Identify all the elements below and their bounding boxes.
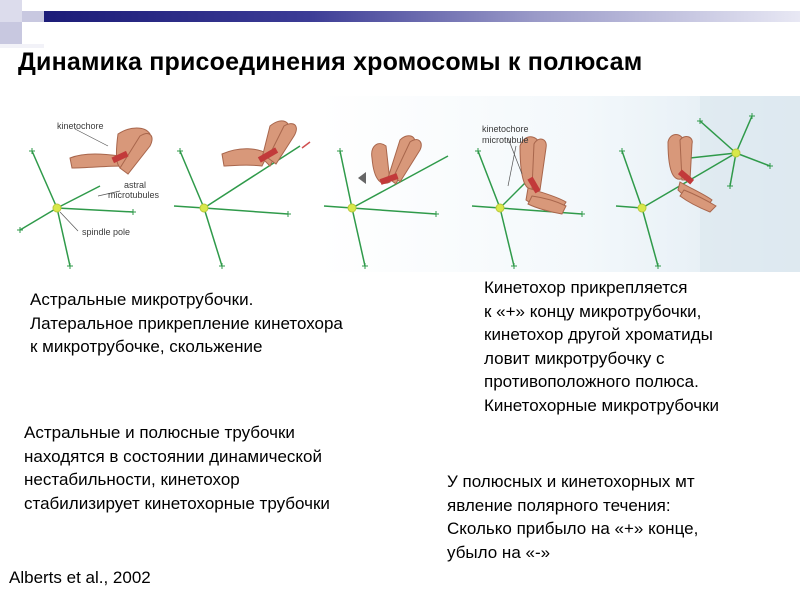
text-line: противоположного полюса.: [484, 372, 699, 391]
chromosome: [667, 134, 717, 213]
text-line: Кинетохорные микротрубочки: [484, 395, 720, 415]
text-line: Кинетохор прикрепляется: [484, 278, 688, 297]
text-line: находятся в состоянии динамической: [24, 446, 322, 466]
kinetochore: [527, 176, 541, 194]
microtubule: [19, 150, 134, 267]
spindle-pole: [495, 203, 505, 213]
text-line: к микротрубочке, скольжение: [30, 337, 263, 356]
chromosome: [69, 127, 153, 175]
text-line: к «+» концу микротрубочки,: [484, 301, 702, 321]
microtubule: [173, 145, 301, 267]
corner-square: [22, 11, 44, 22]
plus-end-marks: [475, 148, 585, 269]
kinetochore: [677, 169, 695, 185]
text-line: убыло на «-»: [447, 542, 551, 562]
plus-end-marks: [619, 113, 773, 269]
panel-1: kinetochore astral microtubules spindle …: [17, 121, 160, 269]
chromosome-attachment-figure: kinetochore astral microtubules spindle …: [0, 96, 800, 276]
spindle-pole: [347, 203, 357, 213]
label-kinetochore: kinetochore: [482, 124, 529, 134]
corner-square: [22, 22, 44, 44]
label-leader: [97, 190, 121, 197]
chromosome: [371, 135, 422, 185]
label-astral: astral: [124, 180, 146, 190]
text-block-polar-flux: У полюсных и кинетохорных мт явление пол…: [447, 470, 698, 564]
kinetochore: [111, 150, 129, 164]
spindle-pole: [731, 148, 741, 158]
plus-end-marks: [177, 148, 291, 269]
text-line: Астральные и полюсные трубочки: [24, 423, 295, 442]
text-line: нестабильности, кинетохор: [24, 470, 240, 489]
slide-title: Динамика присоединения хромосомы к полюс…: [18, 48, 643, 76]
text-line: Астральные микротрубочки.: [30, 290, 254, 309]
chromosome: [519, 136, 567, 215]
arrow-icon: [358, 172, 366, 184]
text-block-dynamic-instability: Астральные и полюсные трубочки находятся…: [24, 421, 330, 515]
figure-background-strip: [700, 96, 800, 272]
text-line: явление полярного течения:: [447, 495, 671, 515]
kinetochore: [257, 147, 279, 163]
citation: Alberts et al., 2002: [9, 568, 151, 587]
spindle-pole: [52, 203, 62, 213]
label-microtubules: microtubules: [108, 190, 160, 200]
label-leader: [507, 145, 517, 187]
spindle-pole: [637, 203, 647, 213]
text-block-kinetochore-attachment: Кинетохор прикрепляется к «+» концу микр…: [472, 276, 719, 417]
header-gradient-bar: [44, 11, 800, 22]
plus-end-marks: [17, 148, 136, 269]
plus-end-marks: [337, 148, 439, 269]
text-line: ловит микротрубочку с: [484, 348, 665, 368]
text-line: кинетохор другой хроматиды: [484, 325, 713, 344]
panel-4: kinetochore microtubule: [471, 124, 585, 269]
label-microtubule: microtubule: [482, 135, 529, 145]
label-kinetochore: kinetochore: [57, 121, 104, 131]
spindle-pole: [199, 203, 209, 213]
kinetochore-mark: [301, 141, 311, 149]
text-block-astral-lateral: Астральные микротрубочки. Латеральное пр…: [30, 288, 343, 359]
label-leader: [59, 211, 79, 232]
kinetochore: [379, 173, 399, 185]
text-line: Латеральное прикрепление кинетохора: [30, 313, 343, 333]
corner-square: [0, 0, 22, 22]
panel-3: [323, 135, 449, 269]
label-leader: [507, 137, 523, 175]
corner-square: [22, 0, 44, 11]
panel-5: [615, 113, 773, 269]
corner-square: [0, 22, 22, 44]
text-line: Сколько прибыло на «+» конце,: [447, 519, 699, 538]
label-spindle-pole: spindle pole: [82, 227, 130, 237]
text-line: У полюсных и кинетохорных мт: [447, 472, 695, 491]
microtubule: [615, 115, 771, 267]
corner-square: [0, 44, 44, 48]
panel-2: [173, 120, 311, 269]
text-line: стабилизирует кинетохорные трубочки: [24, 493, 330, 513]
label-leader: [74, 128, 109, 147]
